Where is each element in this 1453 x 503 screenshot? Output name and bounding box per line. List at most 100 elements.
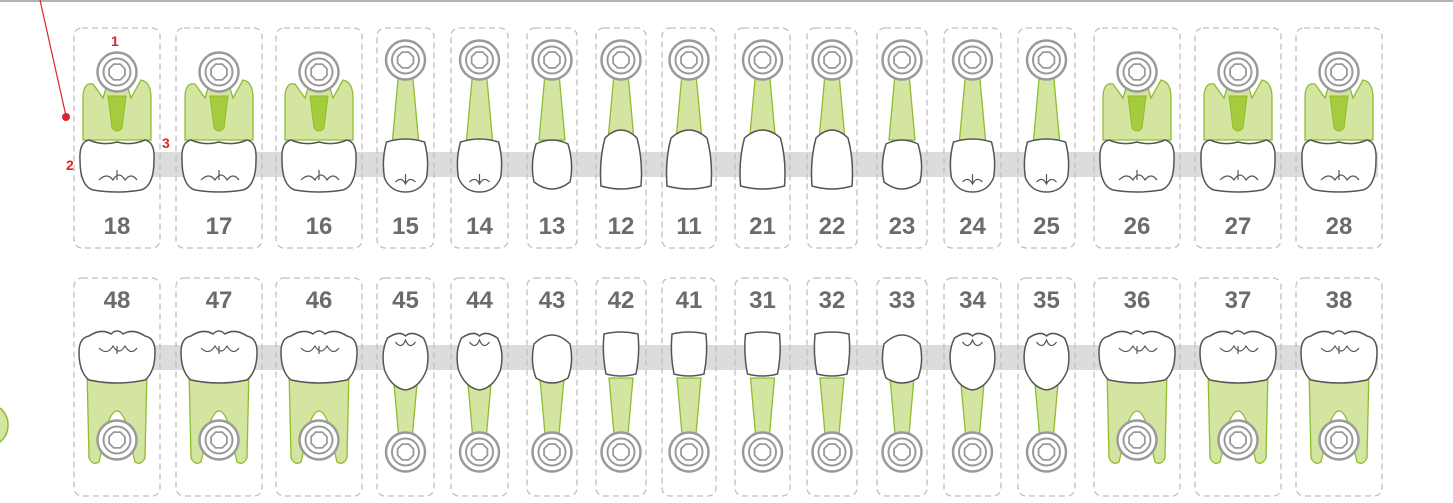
tooth-crown [882, 335, 921, 383]
tooth-crown [667, 130, 712, 189]
tooth-number-label: 43 [539, 287, 566, 314]
tooth-crown [882, 140, 921, 189]
tooth-number-label: 15 [392, 213, 419, 240]
tooth-46: 46 [276, 278, 362, 496]
tooth-crown [671, 332, 706, 376]
edge-implant-fragment [0, 408, 8, 442]
tooth-22: 22 [807, 28, 857, 248]
tooth-37: 37 [1195, 278, 1281, 496]
tooth-crown [1302, 140, 1376, 192]
tooth-number-label: 26 [1124, 213, 1151, 240]
tooth-number-label: 32 [819, 287, 846, 314]
tooth-26: 26 [1094, 28, 1180, 248]
tooth-crown [812, 130, 853, 189]
tooth-number-label: 23 [889, 213, 916, 240]
upper-arch-bar [80, 152, 1378, 177]
tooth-crown [1301, 331, 1377, 383]
tooth-crown [182, 140, 256, 192]
callout-leader-line [40, 0, 66, 116]
tooth-number-label: 28 [1326, 213, 1353, 240]
tooth-crown [532, 140, 571, 189]
tooth-number-label: 13 [539, 213, 566, 240]
tooth-17: 17 [176, 28, 262, 248]
tooth-number-label: 42 [608, 287, 635, 314]
tooth-16: 16 [276, 28, 362, 248]
tooth-crown [181, 331, 257, 383]
tooth-number-label: 25 [1033, 213, 1060, 240]
tooth-crown [80, 140, 154, 192]
lower-arch-bar [80, 345, 1378, 370]
tooth-crown [950, 333, 995, 390]
tooth-23: 23 [877, 28, 927, 248]
tooth-crown [1024, 333, 1069, 390]
tooth-crown [740, 130, 785, 189]
tooth-18: 18 [74, 28, 160, 248]
tooth-24: 24 [944, 28, 1001, 248]
tooth-33: 33 [877, 278, 927, 496]
tooth-12: 12 [596, 28, 646, 248]
tooth-number-label: 41 [676, 287, 703, 314]
tooth-27: 27 [1195, 28, 1281, 248]
tooth-number-label: 35 [1033, 287, 1060, 314]
tooth-number-label: 47 [206, 287, 233, 314]
tooth-42: 42 [596, 278, 646, 496]
tooth-crown [814, 332, 849, 376]
tooth-number-label: 38 [1326, 287, 1353, 314]
tooth-number-label: 33 [889, 287, 916, 314]
tooth-crown [1201, 140, 1275, 192]
tooth-number-label: 11 [676, 213, 701, 240]
tooth-41: 41 [662, 278, 716, 496]
tooth-25: 25 [1018, 28, 1075, 248]
tooth-11: 11 [662, 28, 716, 248]
tooth-38: 38 [1296, 278, 1382, 496]
tooth-crown [383, 333, 428, 390]
tooth-crown [457, 333, 502, 390]
tooth-number-label: 27 [1225, 213, 1252, 240]
tooth-13: 13 [527, 28, 577, 248]
tooth-crown [281, 331, 357, 383]
tooth-number-label: 45 [392, 287, 419, 314]
tooth-crown [603, 332, 638, 376]
tooth-36: 36 [1094, 278, 1180, 496]
tooth-crown [745, 332, 780, 376]
tooth-crown [601, 130, 642, 189]
tooth-32: 32 [807, 278, 857, 496]
tooth-34: 34 [944, 278, 1001, 496]
tooth-crown [1100, 140, 1174, 192]
tooth-crown [1200, 331, 1276, 383]
tooth-number-label: 12 [608, 213, 635, 240]
tooth-crown [1099, 331, 1175, 383]
tooth-crown [532, 335, 571, 383]
tooth-number-label: 21 [749, 213, 776, 240]
tooth-28: 28 [1296, 28, 1382, 248]
tooth-number-label: 48 [104, 287, 131, 314]
tooth-number-label: 44 [466, 287, 493, 314]
tooth-number-label: 37 [1225, 287, 1252, 314]
tooth-number-label: 24 [959, 213, 986, 240]
upper-jaw: 18171615141312112122232425262728 [74, 28, 1382, 248]
tooth-21: 21 [735, 28, 790, 248]
annotation-1: 1 [111, 34, 119, 48]
tooth-14: 14 [451, 28, 508, 248]
tooth-31: 31 [735, 278, 790, 496]
annotation-3: 3 [162, 136, 170, 150]
tooth-number-label: 14 [466, 213, 493, 240]
tooth-43: 43 [527, 278, 577, 496]
tooth-crown [282, 140, 356, 192]
tooth-crown [79, 331, 155, 383]
tooth-number-label: 36 [1124, 287, 1151, 314]
tooth-15: 15 [377, 28, 434, 248]
tooth-number-label: 16 [306, 213, 333, 240]
tooth-number-label: 46 [306, 287, 333, 314]
tooth-47: 47 [176, 278, 262, 496]
lower-jaw: 48 47 46 45 44 43 42 41 31 32 33 34 35 36 37 38 [74, 278, 1382, 496]
tooth-number-label: 34 [959, 287, 986, 314]
annotation-2: 2 [66, 158, 74, 172]
tooth-45: 45 [377, 278, 434, 496]
tooth-44: 44 [451, 278, 508, 496]
tooth-number-label: 31 [749, 287, 776, 314]
tooth-number-label: 22 [819, 213, 846, 240]
tooth-35: 35 [1018, 278, 1075, 496]
tooth-number-label: 18 [104, 213, 131, 240]
